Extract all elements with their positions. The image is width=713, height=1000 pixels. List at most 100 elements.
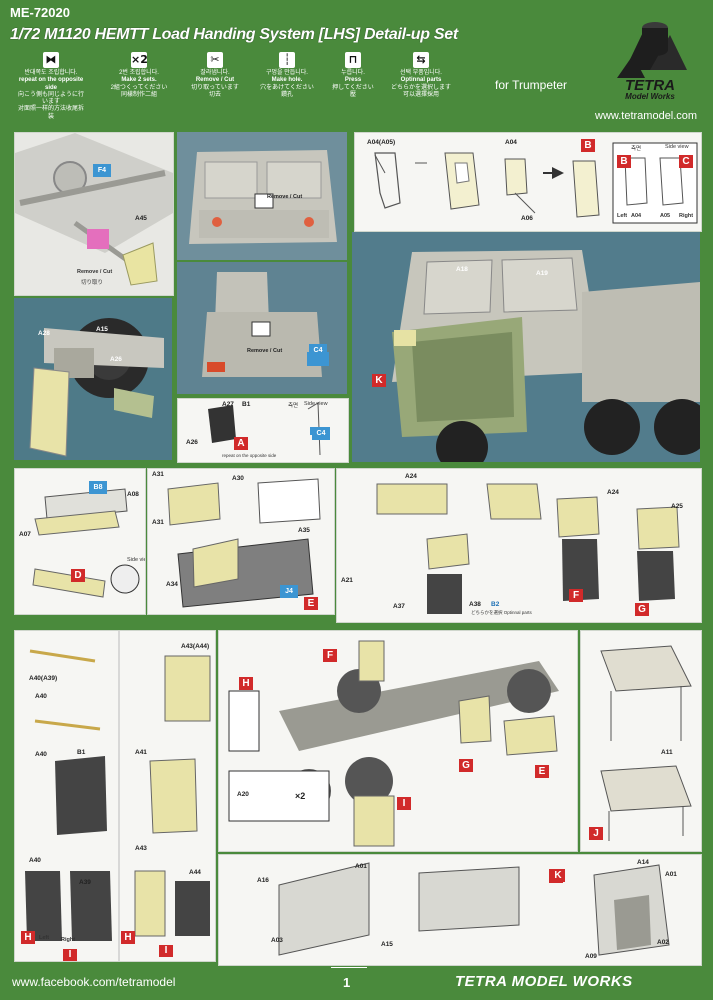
part-a26-a: A26 — [186, 439, 198, 446]
step-k: K — [372, 374, 386, 387]
part-a31: A31 — [152, 471, 164, 478]
facebook-link[interactable]: www.facebook.com/tetramodel — [12, 975, 176, 989]
step-i-chassis: I — [397, 797, 411, 810]
part-a01-a: A01 — [355, 863, 367, 870]
legend-hole: ┆ 구멍을 만듭니다. Make hole. 穴をあけてください 鑽孔 — [254, 52, 320, 99]
optional-parts-icon: ⇆ — [413, 52, 429, 68]
cab-rear-photo: Remove / Cut C4 — [177, 262, 347, 394]
repeat-opposite-icon: ⧓ — [43, 52, 59, 68]
cab-front-photo: Remove / Cut — [177, 132, 347, 260]
part-a14: A14 — [637, 859, 649, 866]
step-j: J — [589, 827, 603, 840]
part-a07: A07 — [19, 531, 31, 538]
step-a-panel: A27 B1 A26 A repeat on the opposite side… — [177, 398, 349, 463]
legend-hole-cn: 鑽孔 — [280, 91, 293, 98]
step-f: F — [569, 589, 583, 602]
step-g-chassis: G — [459, 759, 473, 772]
legend-cut-en: Remove / Cut — [195, 77, 235, 84]
legend-press-jp: 押してください — [332, 84, 374, 91]
cut-icon: ✂ — [207, 52, 223, 68]
part-a39-c: A39 — [79, 879, 91, 886]
legend-optional-jp: どちらかを選択します — [390, 84, 451, 91]
part-a15: A15 — [381, 941, 393, 948]
part-a02: A02 — [657, 939, 669, 946]
side-view-d: Side view — [127, 557, 145, 563]
step-e-chassis: E — [535, 765, 549, 778]
page-title: 1/72 M1120 HEMTT Load Handing System [LH… — [10, 26, 458, 43]
legend-optional-cn: 可以選擇採用 — [402, 91, 439, 98]
legend-make2-jp: 2組つくってください — [110, 84, 168, 91]
part-a41: A41 — [135, 749, 147, 756]
legend-make2: ×2 2번 조립합니다. Make 2 sets. 2組つくってください 同樣制… — [106, 52, 172, 99]
legend-repeat: ⧓ 반대쪽도 조립합니다. repeat on the opposite sid… — [18, 52, 84, 121]
part-c4-a: C4 — [312, 427, 330, 440]
footer-brand: TETRA MODEL WORKS — [455, 973, 633, 990]
legend-press: ⊓ 누릅니다. Press 押してください 壓 — [320, 52, 386, 99]
legend-make2-en: Make 2 sets. — [121, 77, 157, 84]
legend-cut-cn: 切去 — [208, 91, 221, 98]
part-a43-a44: A43(A44) — [181, 643, 210, 650]
remove-cut-label: Remove / Cut — [77, 269, 113, 275]
step-i-a: I — [63, 949, 77, 961]
step-k-assembly-panel: A16 A01 A03 A15 K A14 A01 A09 A02 — [218, 854, 702, 966]
side-view-a-ko: 측면 — [288, 403, 299, 409]
step-e: E — [304, 597, 318, 610]
legend-press-cn: 壓 — [349, 91, 356, 98]
remove-cut-photo-label: Remove / Cut — [267, 194, 303, 200]
legend-hole-en: Make hole. — [271, 77, 303, 84]
part-b8: B8 — [89, 481, 107, 494]
part-a38: A38 — [469, 601, 481, 608]
legend-cut: ✂ 잘라냅니다. Remove / Cut 切り取っています 切去 — [182, 52, 248, 99]
legend-optional-en: Optinnal parts — [400, 77, 442, 84]
kit-compatibility: for Trumpeter — [495, 78, 568, 92]
brand-name: TETRA — [625, 77, 675, 94]
brand-subtitle: Model Works — [625, 92, 675, 101]
part-a40-a39: A40(A39) — [29, 675, 58, 682]
step-i-b: I — [159, 945, 173, 957]
drill-hole-icon: ┆ — [279, 52, 295, 68]
part-a04-top: A04 — [505, 139, 517, 146]
step-d: D — [71, 569, 85, 582]
part-a24-b: A24 — [607, 489, 619, 496]
part-a45: A45 — [135, 215, 147, 222]
part-a04-side: A04 — [631, 213, 642, 219]
part-a01-b: A01 — [665, 871, 677, 878]
step-e-panel: A31 A30 A31 A35 A34 J4 E — [147, 468, 335, 615]
make-two-label: ×2 — [295, 791, 306, 801]
part-a26: A26 — [110, 356, 122, 363]
part-a25: A25 — [671, 503, 683, 510]
chassis-assembly-panel: F H G E I A20 ×2 — [218, 630, 578, 852]
part-a21: A21 — [341, 577, 353, 584]
legend-cut-jp: 切り取っています — [191, 84, 239, 91]
optional-note: どちらかを選択 Optinnal parts — [471, 610, 532, 615]
side-view-a: Side view — [304, 401, 328, 407]
part-f4: F4 — [93, 164, 111, 177]
step-d-panel: B8 A07 A08 Side view D — [14, 468, 146, 615]
tetra-logo-icon — [617, 22, 687, 78]
step-g: G — [635, 603, 649, 616]
make-two-icon: ×2 — [131, 52, 148, 68]
part-b1-b: B1 — [77, 749, 86, 756]
part-a43: A43 — [135, 845, 147, 852]
legend-repeat-ko: 반대쪽도 조립합니다. — [24, 70, 78, 76]
part-a32-label: A31 — [152, 519, 164, 526]
part-a05-side: A05 — [660, 213, 671, 219]
legend-repeat-cn: 对面照一样的方法收尾拆装 — [18, 106, 85, 120]
part-a20: A20 — [237, 791, 249, 798]
right-label-h: Right — [61, 937, 76, 943]
legend-hole-jp: 穴をあけてください — [260, 84, 314, 91]
part-j4: J4 — [280, 585, 298, 598]
step-h-b: H — [121, 931, 135, 944]
legend-repeat-jp: 向こう側も同じように行います — [18, 91, 85, 106]
step-f-chassis: F — [323, 649, 337, 662]
legend-cut-ko: 잘라냅니다. — [200, 70, 230, 76]
part-a11: A11 — [661, 749, 673, 756]
step-a: A — [234, 437, 248, 450]
part-a40-c: A40 — [29, 857, 41, 864]
website-link[interactable]: www.tetramodel.com — [595, 110, 698, 122]
part-a03: A03 — [271, 937, 283, 944]
tetra-logo — [615, 10, 695, 98]
repeat-opposite-label: repeat on the opposite side — [222, 453, 277, 458]
part-a18: A18 — [456, 266, 468, 273]
